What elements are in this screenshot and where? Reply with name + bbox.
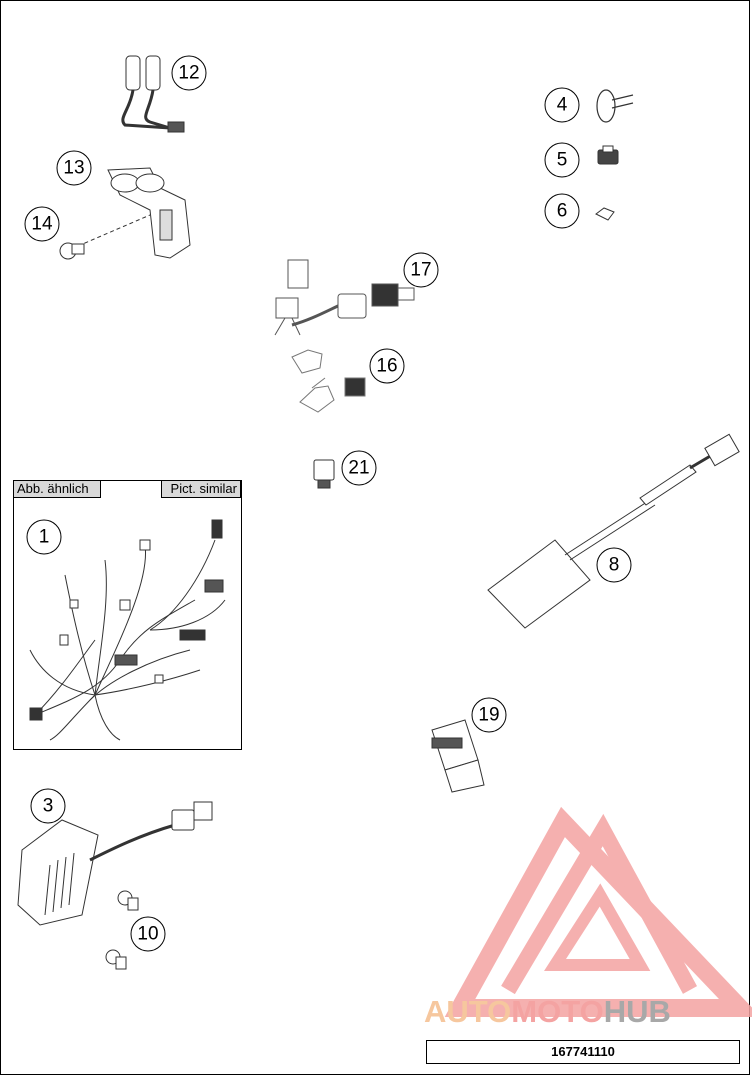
part-14-drawing <box>59 214 151 260</box>
svg-text:12: 12 <box>178 63 199 84</box>
callout-3: 3 <box>30 788 66 824</box>
svg-text:13: 13 <box>63 158 84 179</box>
wordmark-part-2: MOTO <box>511 994 604 1029</box>
part-8-drawing <box>487 433 740 629</box>
harness-inset-box <box>13 480 242 750</box>
svg-text:6: 6 <box>557 201 568 222</box>
part-17-drawing <box>274 259 415 336</box>
watermark-wordmark: AUTOMOTOHUB <box>424 994 744 1029</box>
part-4-drawing <box>596 89 634 123</box>
part-10-drawing <box>105 890 139 970</box>
callout-10: 10 <box>130 916 166 952</box>
part-1-drawing <box>29 519 226 741</box>
part-3-drawing <box>17 801 213 926</box>
svg-text:21: 21 <box>348 458 369 479</box>
inset-label-english: Pict. similar <box>161 480 241 498</box>
wordmark-part-1: AUTO <box>424 994 512 1029</box>
part-5-drawing <box>597 145 619 165</box>
callout-6: 6 <box>544 193 580 229</box>
svg-text:16: 16 <box>376 356 397 377</box>
svg-text:8: 8 <box>609 555 620 576</box>
callout-4: 4 <box>544 87 580 123</box>
callout-16: 16 <box>369 348 405 384</box>
part-13-drawing <box>107 167 191 259</box>
inset-label-german: Abb. ähnlich <box>13 480 101 498</box>
part-6-drawing <box>595 207 615 221</box>
part-21-drawing <box>313 459 335 489</box>
svg-text:10: 10 <box>137 924 158 945</box>
watermark-logo <box>444 806 752 1017</box>
callout-17: 17 <box>403 252 439 288</box>
svg-text:14: 14 <box>31 214 53 235</box>
callout-19: 19 <box>471 697 507 733</box>
svg-text:3: 3 <box>43 796 54 817</box>
callout-13: 13 <box>56 150 92 186</box>
wordmark-part-3: HUB <box>603 994 671 1029</box>
svg-text:19: 19 <box>478 705 499 726</box>
document-number: 167741110 <box>426 1040 740 1064</box>
callout-12: 12 <box>171 55 207 91</box>
callout-1: 1 <box>26 519 62 555</box>
callout-5: 5 <box>544 142 580 178</box>
svg-text:17: 17 <box>410 260 431 281</box>
callout-21: 21 <box>341 450 377 486</box>
svg-text:4: 4 <box>557 95 568 116</box>
svg-text:1: 1 <box>39 527 50 548</box>
callout-8: 8 <box>596 547 632 583</box>
part-16-drawing <box>291 349 366 413</box>
callout-14: 14 <box>24 206 60 242</box>
part-19-drawing <box>431 719 485 793</box>
svg-text:5: 5 <box>557 150 568 171</box>
part-12-drawing <box>121 55 185 133</box>
